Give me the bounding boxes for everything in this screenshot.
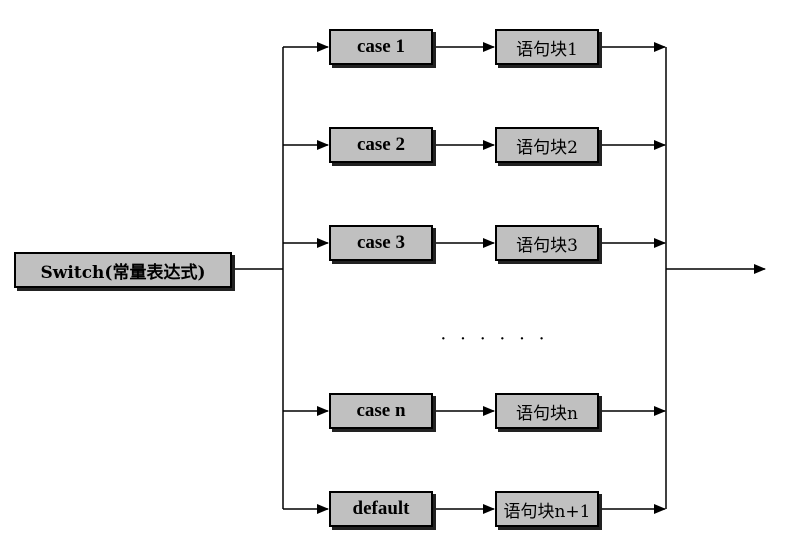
statement-block-label: 语句块n: [516, 403, 578, 424]
statement-block-box-2: 语句块2: [495, 127, 599, 163]
case-box-1: case 1: [329, 29, 433, 65]
case-box-default: default: [329, 491, 433, 527]
statement-block-box-n: 语句块n: [495, 393, 599, 429]
case-label: default: [352, 498, 410, 519]
case-box-3: case 3: [329, 225, 433, 261]
statement-block-label: 语句块3: [516, 235, 578, 256]
switch-expression-box: Switch(常量表达式): [14, 252, 232, 288]
case-label: case 1: [356, 36, 405, 57]
ellipsis-more-cases: · · · · · ·: [440, 328, 549, 350]
statement-block-box-3: 语句块3: [495, 225, 599, 261]
case-label: case 3: [356, 232, 405, 253]
statement-block-label: 语句块n+1: [503, 501, 591, 522]
statement-block-label: 语句块2: [516, 137, 578, 158]
case-label: case n: [356, 400, 406, 421]
case-box-n: case n: [329, 393, 433, 429]
statement-block-box-1: 语句块1: [495, 29, 599, 65]
statement-block-label: 语句块1: [516, 39, 578, 60]
switch-expression-label: Switch(常量表达式): [40, 262, 206, 283]
statement-block-box-default: 语句块n+1: [495, 491, 599, 527]
case-box-2: case 2: [329, 127, 433, 163]
case-label: case 2: [356, 134, 405, 155]
